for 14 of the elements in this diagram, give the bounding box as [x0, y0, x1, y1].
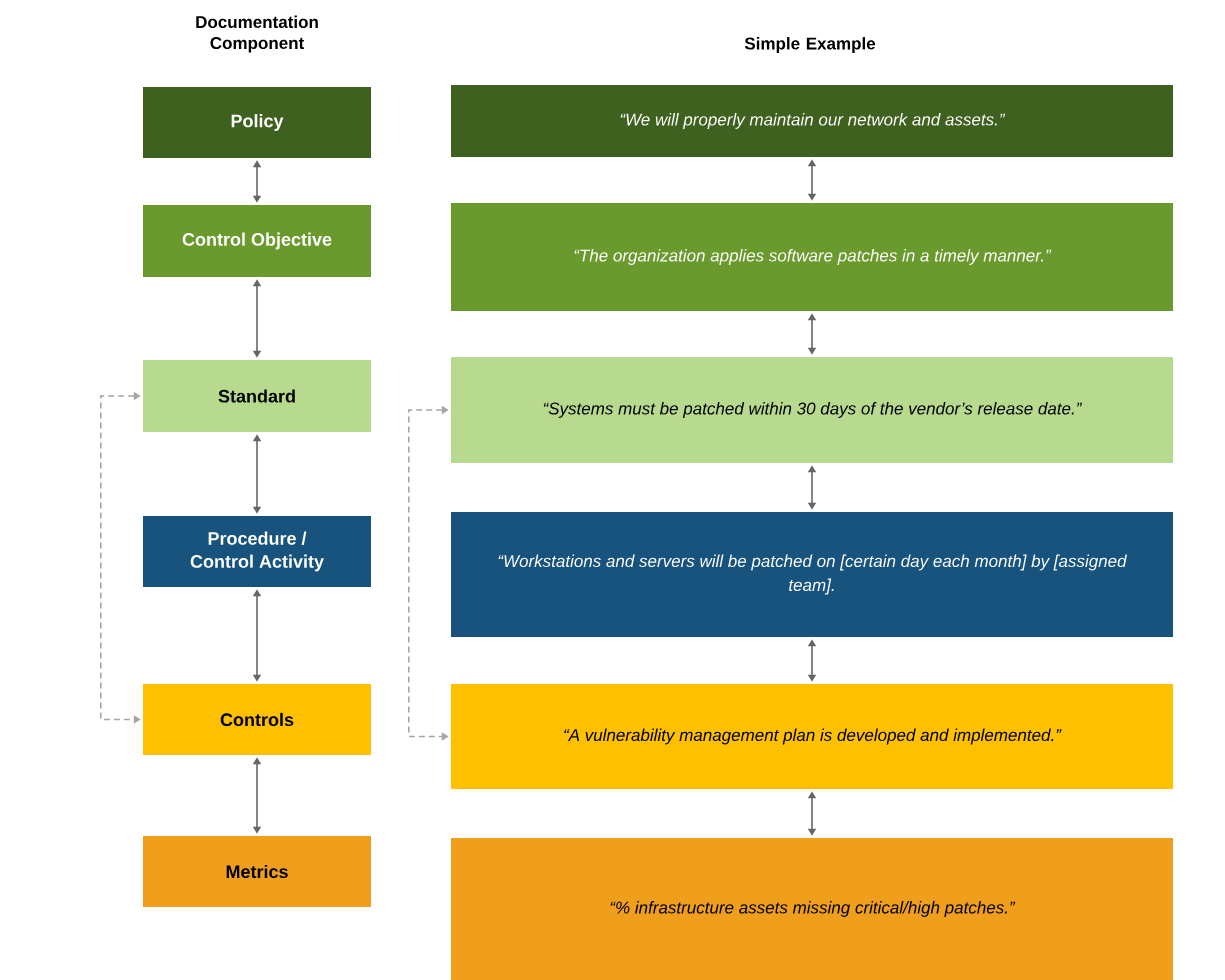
example-box: “Systems must be patched within 30 days of the vendor’s release date.”	[451, 357, 1173, 463]
component-box: Control Objective	[143, 205, 371, 277]
component-box: Policy	[143, 87, 371, 158]
component-box: Procedure / Control Activity	[143, 516, 371, 587]
column-heading: Simple Example	[744, 37, 876, 53]
component-box: Controls	[143, 684, 371, 755]
example-box: “We will properly maintain our network and assets.”	[451, 85, 1173, 157]
component-box: Metrics	[143, 836, 371, 907]
example-box: “% infrastructure assets missing critical/high patches.”	[451, 838, 1173, 980]
column-heading: Documentation Component	[196, 15, 318, 53]
example-box: “Workstations and servers will be patched on [certain day each month] by [assigned team].	[451, 512, 1173, 637]
example-box: “A vulnerability management plan is developed and implemented.”	[451, 684, 1173, 789]
component-box: Standard	[143, 360, 371, 432]
example-box: “The organization applies software patches in a timely manner.”	[451, 203, 1173, 311]
